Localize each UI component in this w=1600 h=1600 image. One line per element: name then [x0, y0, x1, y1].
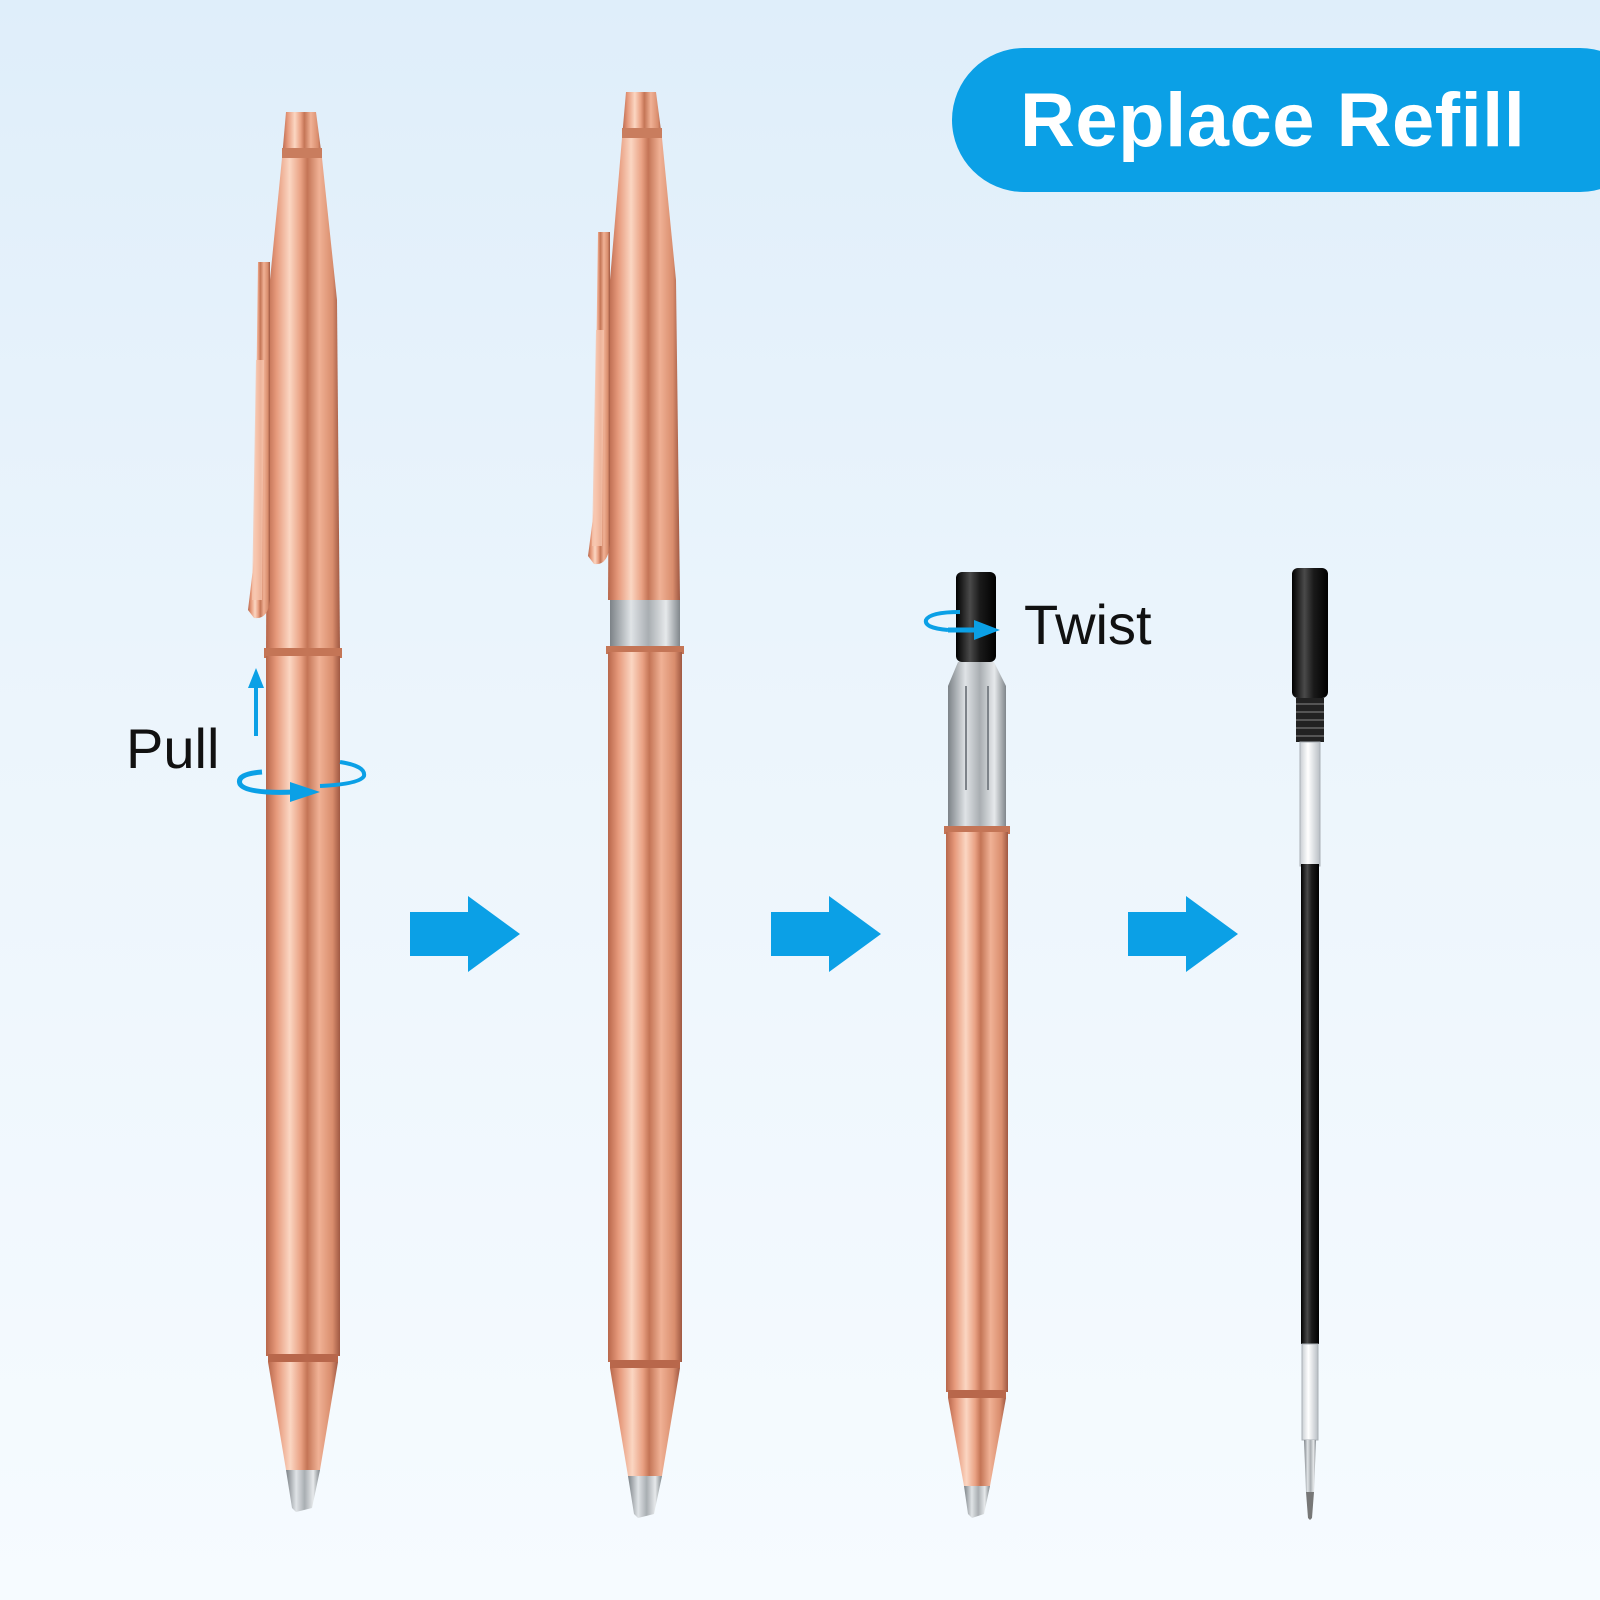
page-title: Replace Refill: [1020, 77, 1526, 163]
right-arrow-icon: [410, 896, 520, 972]
refill: [1292, 568, 1328, 1520]
rotate-arrow-icon: [923, 610, 1000, 640]
right-arrow-icon: [1128, 896, 1238, 972]
rotate-arrow-icon: [237, 760, 367, 802]
pen-assembled: [248, 112, 342, 1512]
right-arrow-icon: [771, 896, 881, 972]
pen-opened: [588, 92, 684, 1518]
pull-label: Pull: [126, 717, 220, 780]
twist-label: Twist: [1024, 593, 1152, 656]
up-arrow-icon: [248, 668, 264, 736]
pen-lower-body: [944, 572, 1010, 1518]
title-banner: Replace Refill: [952, 48, 1600, 192]
